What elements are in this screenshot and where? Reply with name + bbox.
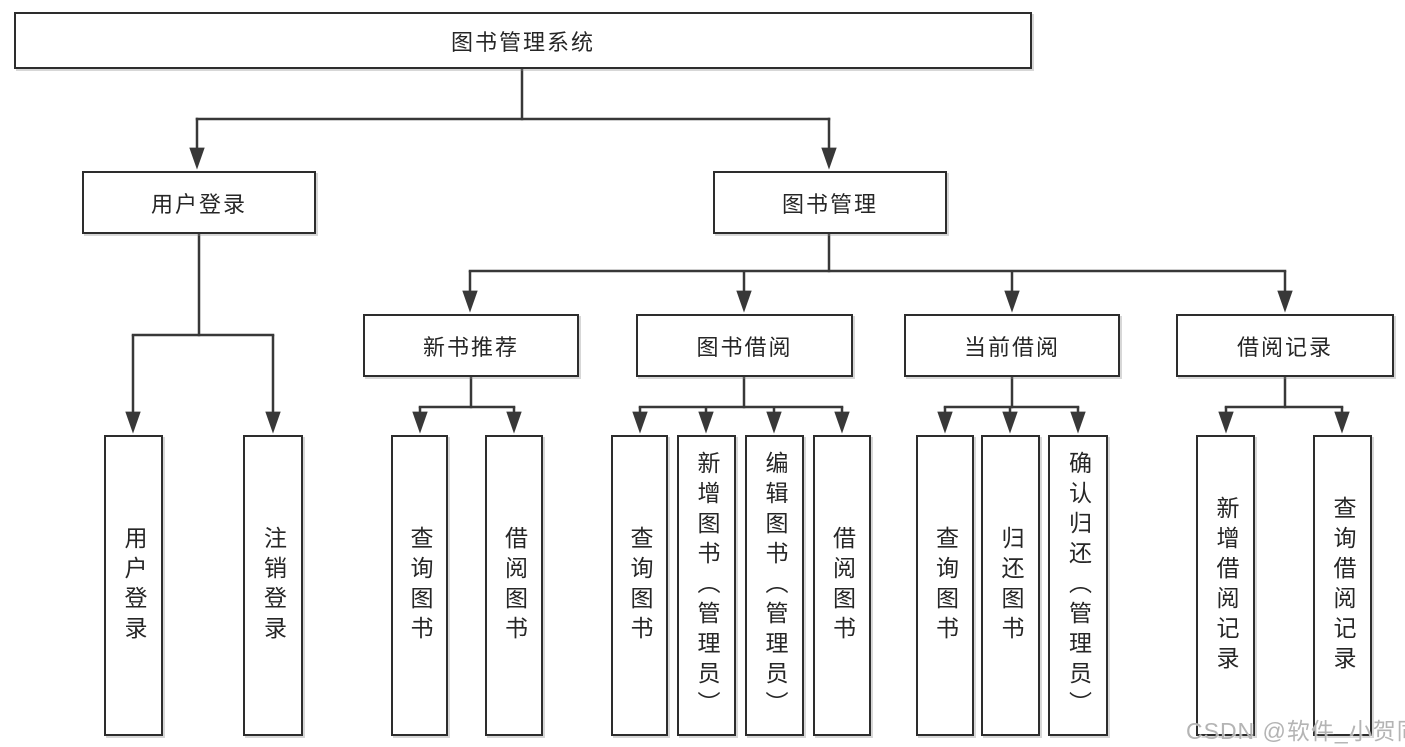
csdn-watermark: CSDN @软件_小贺同学 (1186, 718, 1405, 744)
leaf-br-add-record-label: 新增借阅记录 (1213, 495, 1239, 676)
leaf-br-query-record-label: 查询借阅记录 (1330, 495, 1356, 676)
leaf-logout: 注销登录 (243, 435, 303, 736)
node-current-borrow: 当前借阅 (904, 314, 1120, 377)
leaf-cb-confirm-return-admin: 确认归还（管理员） (1048, 435, 1108, 736)
leaf-user-login: 用户登录 (104, 435, 163, 736)
node-new-book-recommend: 新书推荐 (363, 314, 579, 377)
leaf-bb-add-book-admin-label: 新增图书（管理员） (694, 450, 720, 721)
leaf-bb-borrow-books: 借阅图书 (813, 435, 871, 736)
leaf-cb-confirm-return-admin-label: 确认归还（管理员） (1065, 450, 1092, 721)
leaf-bb-add-book-admin: 新增图书（管理员） (677, 435, 736, 736)
leaf-bb-edit-book-admin: 编辑图书（管理员） (745, 435, 804, 736)
node-book-management: 图书管理 (713, 171, 947, 234)
leaf-bb-query-books: 查询图书 (611, 435, 668, 736)
leaf-nbr-query-books-label: 查询图书 (407, 525, 433, 646)
node-book-borrow: 图书借阅 (636, 314, 853, 377)
leaf-nbr-borrow-books: 借阅图书 (485, 435, 543, 736)
leaf-bb-edit-book-admin-label: 编辑图书（管理员） (762, 450, 788, 721)
leaf-nbr-query-books: 查询图书 (391, 435, 448, 736)
node-system-root: 图书管理系统 (14, 12, 1032, 69)
node-borrow-records: 借阅记录 (1176, 314, 1394, 377)
leaf-cb-return-books: 归还图书 (981, 435, 1040, 736)
leaf-bb-query-books-label: 查询图书 (627, 525, 653, 646)
leaf-logout-label: 注销登录 (260, 525, 287, 646)
node-user-login: 用户登录 (82, 171, 316, 234)
leaf-bb-borrow-books-label: 借阅图书 (829, 525, 856, 646)
leaf-cb-query-books: 查询图书 (916, 435, 974, 736)
leaf-br-query-record: 查询借阅记录 (1313, 435, 1372, 736)
leaf-nbr-borrow-books-label: 借阅图书 (501, 525, 528, 646)
leaf-cb-return-books-label: 归还图书 (998, 525, 1024, 646)
leaf-user-login-label: 用户登录 (121, 525, 147, 646)
leaf-br-add-record: 新增借阅记录 (1196, 435, 1255, 736)
leaf-cb-query-books-label: 查询图书 (932, 525, 959, 646)
